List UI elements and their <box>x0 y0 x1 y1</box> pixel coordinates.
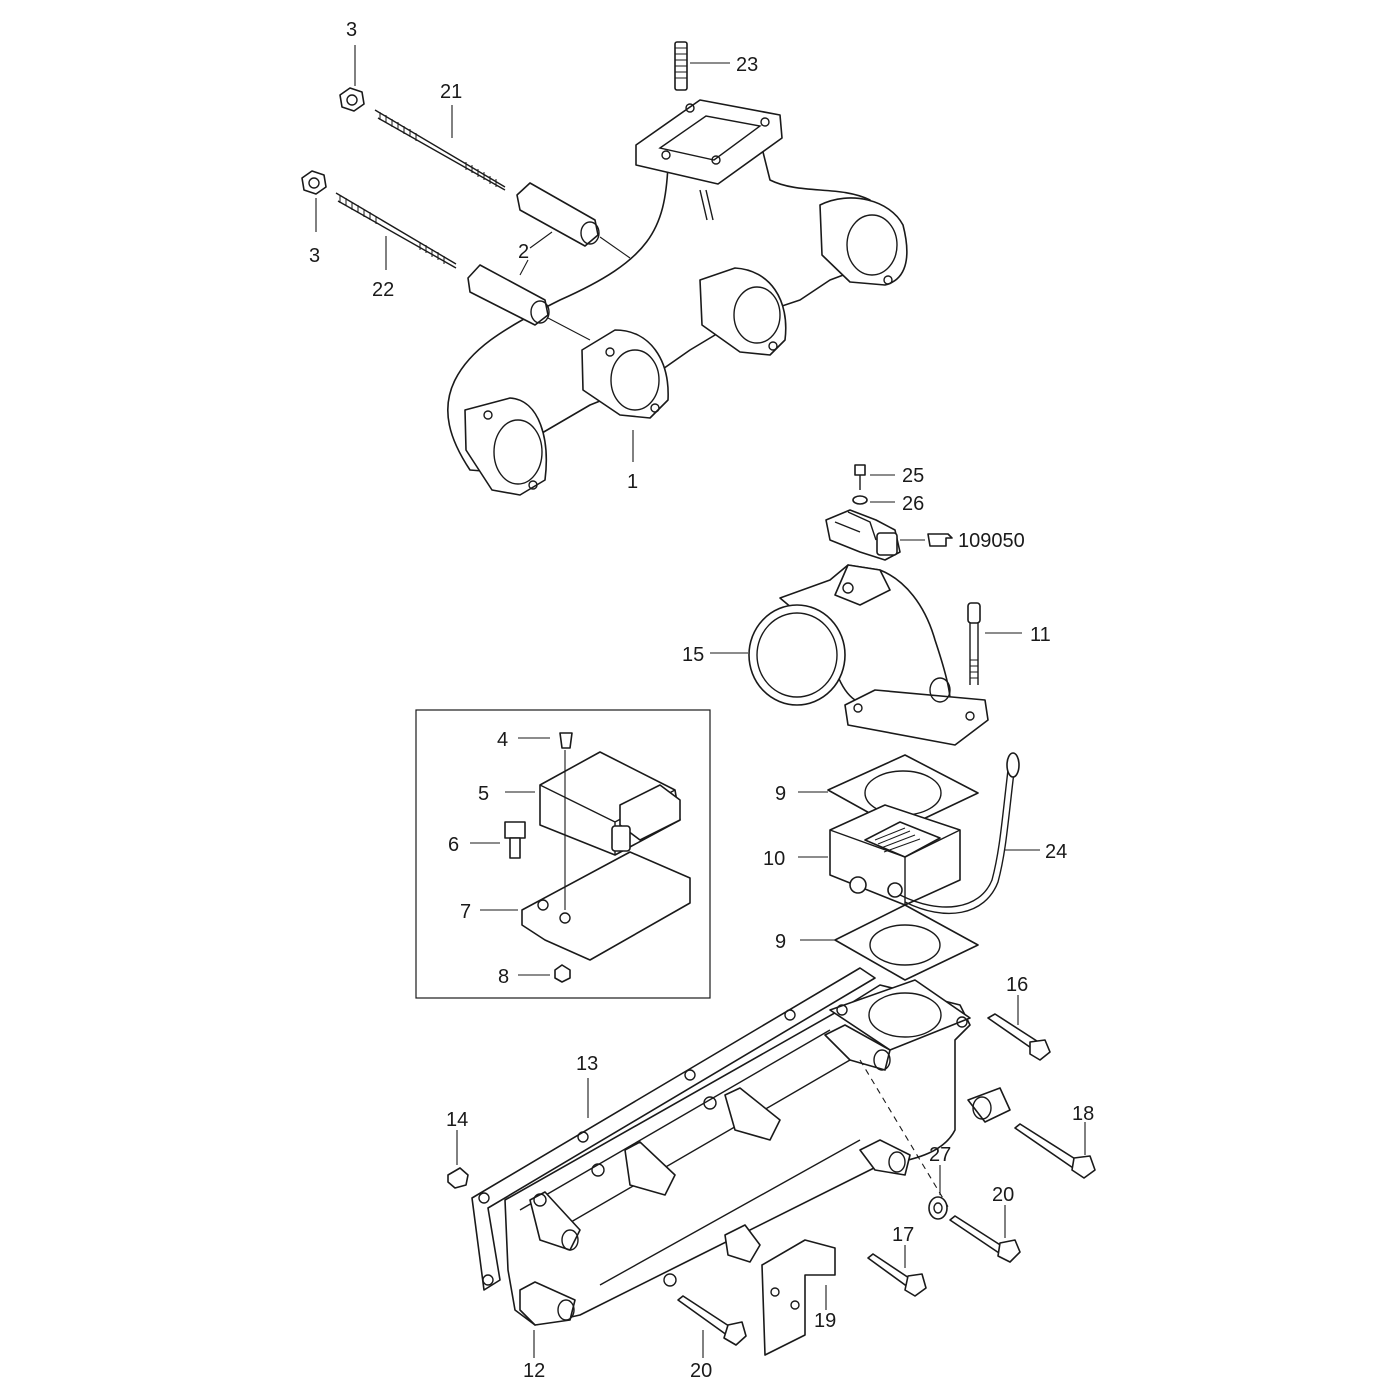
manifold-bolts <box>677 995 1096 1358</box>
callout-labels: 3 21 23 2 3 22 1 25 26 109050 11 15 4 5 … <box>309 19 1094 1382</box>
stud-23 <box>674 41 730 91</box>
callout-10: 10 <box>763 848 785 870</box>
plug-14 <box>447 1130 469 1189</box>
intake-elbow <box>710 564 1022 746</box>
exhaust-manifold <box>447 99 908 496</box>
callout-reference-109050: 109050 <box>958 530 1025 552</box>
callout-13: 13 <box>576 1053 598 1075</box>
callout-23: 23 <box>736 54 758 76</box>
callout-5: 5 <box>478 783 489 805</box>
washer-27 <box>928 1165 948 1220</box>
callout-12: 12 <box>523 1360 545 1382</box>
callout-24: 24 <box>1045 841 1067 863</box>
callout-20: 20 <box>690 1360 712 1382</box>
callout-19: 19 <box>814 1310 836 1332</box>
callout-14: 14 <box>446 1109 468 1131</box>
spacer-tubes <box>467 182 631 341</box>
callout-15: 15 <box>682 644 704 666</box>
callout-11: 11 <box>1030 624 1051 646</box>
callout-26: 26 <box>902 493 924 515</box>
callout-21: 21 <box>440 81 462 103</box>
pressure-sensor-assembly <box>825 464 953 561</box>
intake-manifold <box>504 979 971 1358</box>
callout-3: 3 <box>346 19 357 41</box>
callout-18: 18 <box>1072 1103 1094 1125</box>
gasket-lower <box>800 904 979 981</box>
callout-3: 3 <box>309 245 320 267</box>
callout-2: 2 <box>518 241 529 263</box>
callout-25: 25 <box>902 465 924 487</box>
callout-7: 7 <box>460 901 471 923</box>
callout-27: 27 <box>929 1144 951 1166</box>
callout-8: 8 <box>498 966 509 988</box>
callout-6: 6 <box>448 834 459 856</box>
pointing-hand-icon <box>927 533 953 547</box>
intake-manifold-gasket <box>471 967 876 1291</box>
callout-16: 16 <box>1006 974 1028 996</box>
callout-9: 9 <box>775 783 786 805</box>
callout-22: 22 <box>372 279 394 301</box>
long-studs-and-nuts <box>301 45 506 270</box>
relay-inset <box>415 709 711 999</box>
callout-17: 17 <box>892 1224 914 1246</box>
callout-20: 20 <box>992 1184 1014 1206</box>
bracket-19 <box>761 1239 836 1356</box>
intake-heater <box>798 752 1040 915</box>
callout-4: 4 <box>497 729 508 751</box>
callout-1: 1 <box>627 471 638 493</box>
callout-9: 9 <box>775 931 786 953</box>
